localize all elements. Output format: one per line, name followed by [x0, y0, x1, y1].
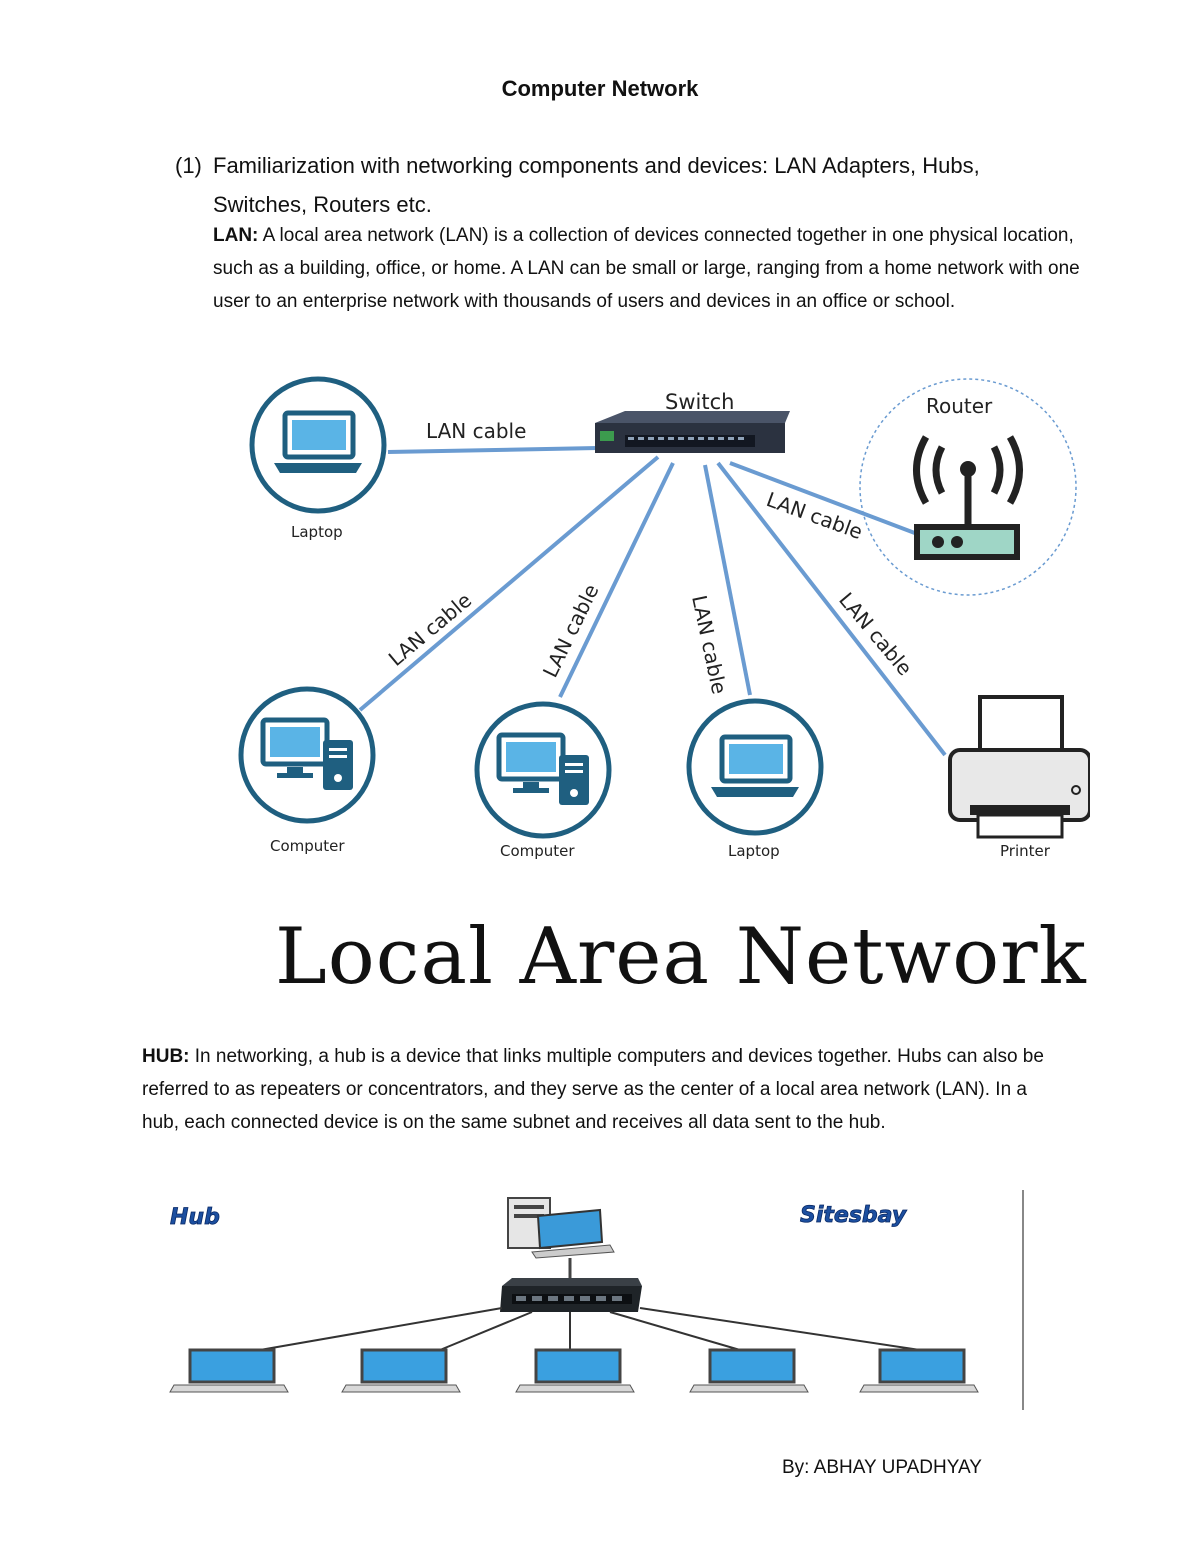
lan-title: Local Area Network: [275, 912, 1087, 1002]
hub-paragraph: HUB: In networking, a hub is a device th…: [142, 1040, 1062, 1139]
hub-diagram-left-label: Hub: [170, 1205, 220, 1230]
printer-label: Printer: [1000, 842, 1051, 860]
lan-paragraph: LAN: A local area network (LAN) is a col…: [213, 219, 1083, 318]
hub-cables: [259, 1307, 921, 1351]
switch-icon: [595, 411, 790, 453]
computer-1-icon: [238, 686, 376, 824]
section-heading-text: Familiarization with networking componen…: [213, 153, 980, 217]
cable-router: [729, 461, 921, 537]
cable-label-laptop-bottom: LAN cable: [687, 593, 731, 696]
cable-computer-1: [358, 455, 660, 712]
page-title: Computer Network: [501, 76, 699, 101]
hub-laptop-3-icon: [515, 1348, 635, 1393]
laptop-bottom-icon: [686, 698, 824, 836]
hub-laptop-5-icon: [859, 1348, 979, 1393]
laptop-top-label: Laptop: [291, 523, 343, 541]
hub-laptop-2-icon: [341, 1348, 461, 1393]
cable-laptop-bottom: [703, 464, 752, 696]
router-icon: [913, 435, 1023, 560]
lan-label: LAN:: [213, 225, 259, 246]
hub-device-icon: [500, 1278, 642, 1312]
server-computer-icon: [507, 1197, 615, 1259]
computer-2-icon: [474, 701, 612, 839]
lan-diagram: Switch Router Laptop Computer: [238, 376, 1090, 860]
hub-diagram-right-label: Sitesbay: [800, 1203, 908, 1228]
cable-label-laptop-top: LAN cable: [426, 419, 526, 443]
hub-laptop-1-icon: [169, 1348, 289, 1393]
hub-text: In networking, a hub is a device that li…: [142, 1046, 1044, 1133]
laptop-top-icon: [249, 376, 387, 514]
computer-2-label: Computer: [500, 842, 575, 860]
router-circle: [859, 378, 1077, 596]
printer-icon: [948, 695, 1090, 839]
switch-label: Switch: [665, 390, 734, 414]
cable-printer: [716, 461, 947, 757]
hub-diagram: Hub Sitesbay: [140, 1190, 1024, 1410]
cable-computer-2: [558, 462, 675, 698]
hub-label: HUB:: [142, 1046, 190, 1067]
hub-laptop-4-icon: [689, 1348, 809, 1393]
computer-1-label: Computer: [270, 837, 345, 855]
author-byline: By: ABHAY UPADHYAY: [782, 1457, 982, 1478]
section-number: (1): [175, 153, 202, 178]
laptop-bottom-label: Laptop: [728, 842, 780, 860]
cable-label-computer-1: LAN cable: [384, 588, 476, 671]
router-label: Router: [926, 394, 993, 418]
lan-text: A local area network (LAN) is a collecti…: [213, 225, 1080, 312]
